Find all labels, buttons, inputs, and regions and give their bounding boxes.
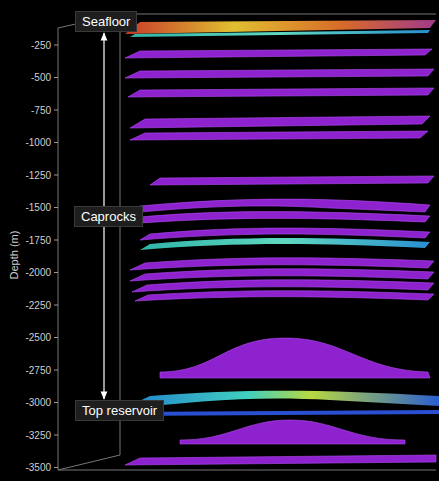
range-label: Caprocks xyxy=(81,209,136,224)
tick-label: -3250 xyxy=(25,430,51,441)
axis-title: Depth (m) xyxy=(8,231,20,280)
tick-label: -3500 xyxy=(25,462,51,473)
marker-text: Top reservoir xyxy=(82,403,157,418)
tick-label: -3000 xyxy=(25,397,51,408)
tick-label: -1000 xyxy=(25,137,51,148)
tick-label: -1500 xyxy=(25,202,51,213)
marker-text: Seafloor xyxy=(82,14,130,29)
tick-label: -2250 xyxy=(25,300,51,311)
tick-label: -750 xyxy=(31,105,51,116)
tick-label: -2000 xyxy=(25,267,51,278)
tick-label: -2500 xyxy=(25,332,51,343)
depth-marker-box: Top reservoir xyxy=(75,400,164,421)
tick-label: -250 xyxy=(31,40,51,51)
tick-label: -500 xyxy=(31,72,51,83)
depth-marker-box: Seafloor xyxy=(75,11,137,32)
tick-label: -1750 xyxy=(25,235,51,246)
tick-label: -2750 xyxy=(25,365,51,376)
range-label-box: Caprocks xyxy=(74,206,143,227)
tick-label: -1250 xyxy=(25,170,51,181)
